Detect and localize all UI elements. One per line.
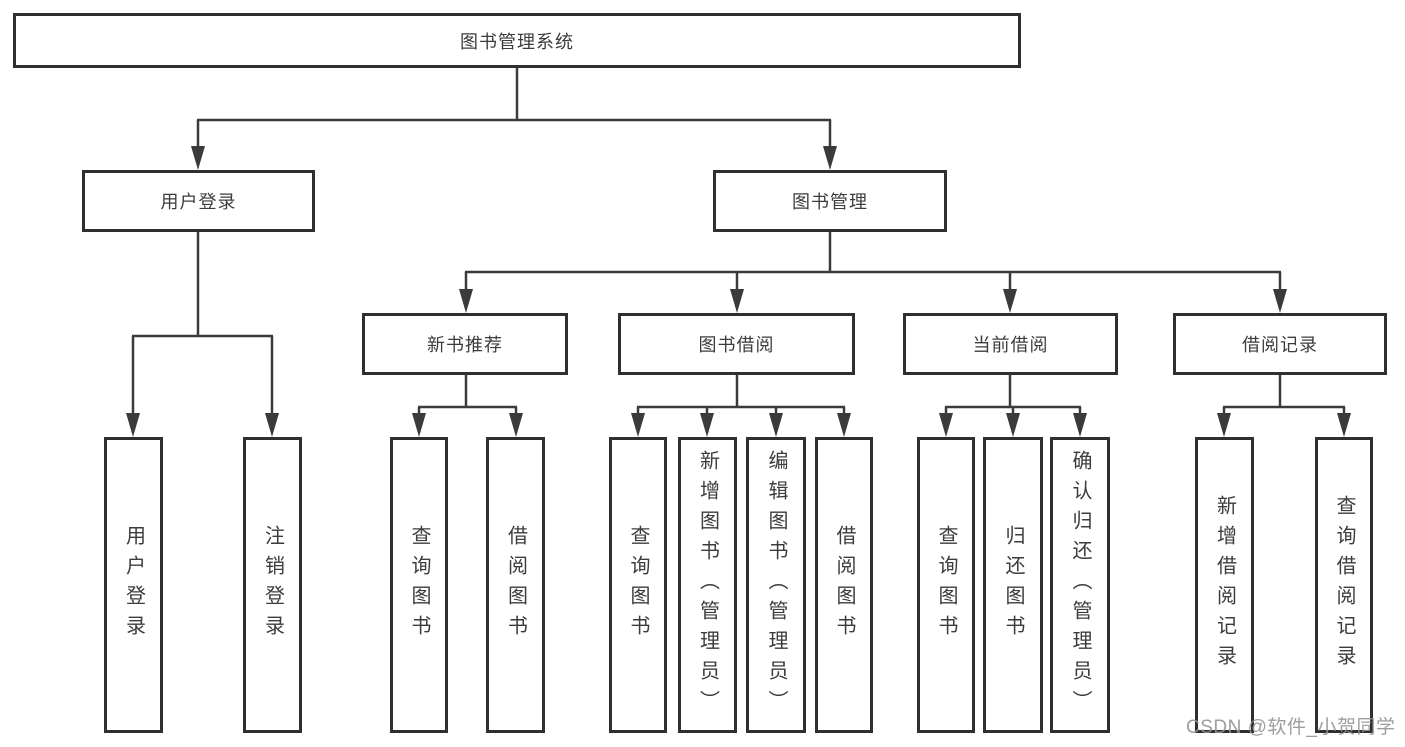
arrow-down-icon xyxy=(1003,289,1017,313)
leaf-label: 借阅图书 xyxy=(833,525,855,645)
leaf-label: 归还图书 xyxy=(1002,525,1024,645)
node-label: 当前借阅 xyxy=(972,335,1049,355)
arrowheads xyxy=(126,146,1351,437)
arrow-down-icon xyxy=(1337,413,1351,437)
leaf-label: 借阅图书 xyxy=(504,525,527,645)
leaf-borrow-book-recommend: 借阅图书 xyxy=(486,437,545,733)
leaf-add-borrow-record: 新增借阅记录 xyxy=(1195,437,1254,733)
leaf-borrow-book-borrowing: 借阅图书 xyxy=(815,437,873,733)
node-book-borrowing: 图书借阅 xyxy=(618,313,855,375)
connector-current-borrow-to-leaves xyxy=(944,375,1082,418)
connector-root-to-level2 xyxy=(196,68,832,150)
arrow-down-icon xyxy=(191,146,205,170)
arrow-down-icon xyxy=(459,289,473,313)
node-label: 图书借阅 xyxy=(698,335,775,355)
node-label: 图书管理 xyxy=(792,192,868,212)
arrow-down-icon xyxy=(1073,413,1087,437)
arrow-down-icon xyxy=(769,413,783,437)
arrow-down-icon xyxy=(939,413,953,437)
leaf-query-book-recommend: 查询图书 xyxy=(390,437,448,733)
arrow-down-icon xyxy=(700,413,714,437)
leaf-add-book-admin: 新增图书（管理员） xyxy=(678,437,737,733)
arrow-down-icon xyxy=(1217,413,1231,437)
leaf-query-book-current: 查询图书 xyxy=(917,437,975,733)
leaf-query-borrow-record: 查询借阅记录 xyxy=(1315,437,1373,733)
arrow-down-icon xyxy=(265,413,279,437)
leaf-label: 新增图书（管理员） xyxy=(696,450,719,720)
arrow-down-icon xyxy=(1273,289,1287,313)
leaf-label: 查询借阅记录 xyxy=(1333,495,1355,675)
node-current-borrowing: 当前借阅 xyxy=(903,313,1118,375)
node-label: 借阅记录 xyxy=(1242,335,1318,355)
connector-new-book-to-leaves xyxy=(417,375,518,418)
node-user-login: 用户登录 xyxy=(82,170,315,232)
arrow-down-icon xyxy=(412,413,426,437)
node-label: 图书管理系统 xyxy=(460,31,574,52)
leaf-label: 查询图书 xyxy=(627,525,649,645)
node-label: 新书推荐 xyxy=(427,335,503,355)
node-root-library-management-system: 图书管理系统 xyxy=(13,13,1021,68)
leaf-edit-book-admin: 编辑图书（管理员） xyxy=(746,437,806,733)
connector-book-management-to-level3 xyxy=(464,232,1282,293)
leaf-user-login: 用户登录 xyxy=(104,437,163,733)
leaf-logout: 注销登录 xyxy=(243,437,302,733)
node-label: 用户登录 xyxy=(160,192,237,212)
arrow-down-icon xyxy=(730,289,744,313)
connector-book-borrow-to-leaves xyxy=(636,375,846,418)
node-book-management: 图书管理 xyxy=(713,170,947,232)
leaf-label: 确认归还（管理员） xyxy=(1069,450,1091,720)
connector-borrow-records-to-leaves xyxy=(1222,375,1346,418)
leaf-label: 查询图书 xyxy=(935,525,957,645)
arrow-down-icon xyxy=(823,146,837,170)
leaf-label: 查询图书 xyxy=(408,525,430,645)
leaf-return-book: 归还图书 xyxy=(983,437,1043,733)
leaf-label: 新增借阅记录 xyxy=(1213,495,1236,675)
leaf-label: 用户登录 xyxy=(122,525,145,645)
arrow-down-icon xyxy=(837,413,851,437)
connector-user-login-to-leaves xyxy=(131,232,274,418)
leaf-confirm-return-admin: 确认归还（管理员） xyxy=(1050,437,1110,733)
arrow-down-icon xyxy=(126,413,140,437)
leaf-label: 编辑图书（管理员） xyxy=(765,450,787,720)
arrow-down-icon xyxy=(631,413,645,437)
arrow-down-icon xyxy=(1006,413,1020,437)
leaf-query-book-borrowing: 查询图书 xyxy=(609,437,667,733)
arrow-down-icon xyxy=(509,413,523,437)
leaf-label: 注销登录 xyxy=(261,525,284,645)
node-new-book-recommendation: 新书推荐 xyxy=(362,313,568,375)
csdn-watermark: CSDN @软件_小贺同学 xyxy=(1186,717,1396,738)
node-borrowing-records: 借阅记录 xyxy=(1173,313,1387,375)
